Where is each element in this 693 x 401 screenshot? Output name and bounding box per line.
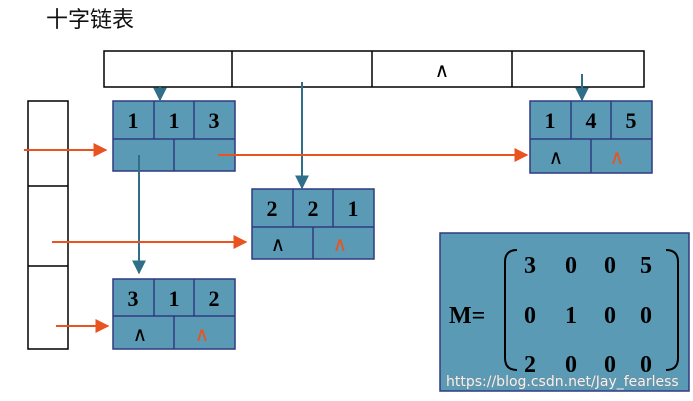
node-3-1-2-down: ∧ xyxy=(133,322,148,346)
node-1-1-3-row: 1 xyxy=(128,108,139,133)
node-2-2-1-down: ∧ xyxy=(271,232,286,256)
column-head-array: ∧ xyxy=(103,50,645,88)
matrix-cell-1-2: 0 xyxy=(604,303,616,329)
matrix-cell-2-3: 0 xyxy=(640,352,652,378)
matrix-cell-1-1: 1 xyxy=(565,303,577,329)
matrix-box: M= 3 0 0 5 0 1 0 0 2 0 0 0 xyxy=(439,232,690,392)
matrix-right-bracket xyxy=(665,249,679,371)
matrix-cell-2-1: 0 xyxy=(565,352,577,378)
node-2-2-1-col: 2 xyxy=(308,196,319,221)
node-2-2-1-right: ∧ xyxy=(333,232,348,256)
diagram-title: 十字链表 xyxy=(46,8,135,33)
col-head-cell-3: ∧ xyxy=(435,58,450,82)
node-3-1-2: 3 1 2 ∧ ∧ xyxy=(112,278,236,350)
matrix-cell-1-0: 0 xyxy=(524,303,536,329)
node-1-4-5-col: 4 xyxy=(586,108,597,133)
node-1-4-5-right: ∧ xyxy=(610,145,625,169)
watermark-text: https://blog.csdn.net/Jay_fearless xyxy=(446,374,679,390)
node-1-1-3-col: 1 xyxy=(169,108,180,133)
row-head-array xyxy=(27,100,69,350)
matrix-cell-0-3: 5 xyxy=(640,253,652,279)
node-1-4-5-down: ∧ xyxy=(549,145,564,169)
node-3-1-2-row: 3 xyxy=(128,286,139,311)
matrix-cell-0-0: 3 xyxy=(524,253,536,279)
node-2-2-1-val: 1 xyxy=(348,196,359,221)
node-2-2-1-row: 2 xyxy=(267,196,278,221)
node-1-4-5-row: 1 xyxy=(545,108,556,133)
matrix-cell-1-3: 0 xyxy=(640,303,652,329)
node-3-1-2-right: ∧ xyxy=(195,322,210,346)
matrix-label: M= xyxy=(449,303,485,329)
node-3-1-2-val: 2 xyxy=(209,286,220,311)
node-1-4-5: 1 4 5 ∧ ∧ xyxy=(529,100,653,174)
node-1-1-3: 1 1 3 xyxy=(112,100,236,172)
matrix-left-bracket xyxy=(504,249,518,371)
node-3-1-2-col: 1 xyxy=(169,286,180,311)
matrix-cell-2-2: 0 xyxy=(604,352,616,378)
matrix-cell-0-2: 0 xyxy=(604,253,616,279)
node-1-4-5-val: 5 xyxy=(626,108,637,133)
matrix-cell-2-0: 2 xyxy=(524,352,536,378)
node-2-2-1: 2 2 1 ∧ ∧ xyxy=(251,188,375,260)
matrix-cell-0-1: 0 xyxy=(565,253,577,279)
node-1-1-3-val: 3 xyxy=(209,108,220,133)
